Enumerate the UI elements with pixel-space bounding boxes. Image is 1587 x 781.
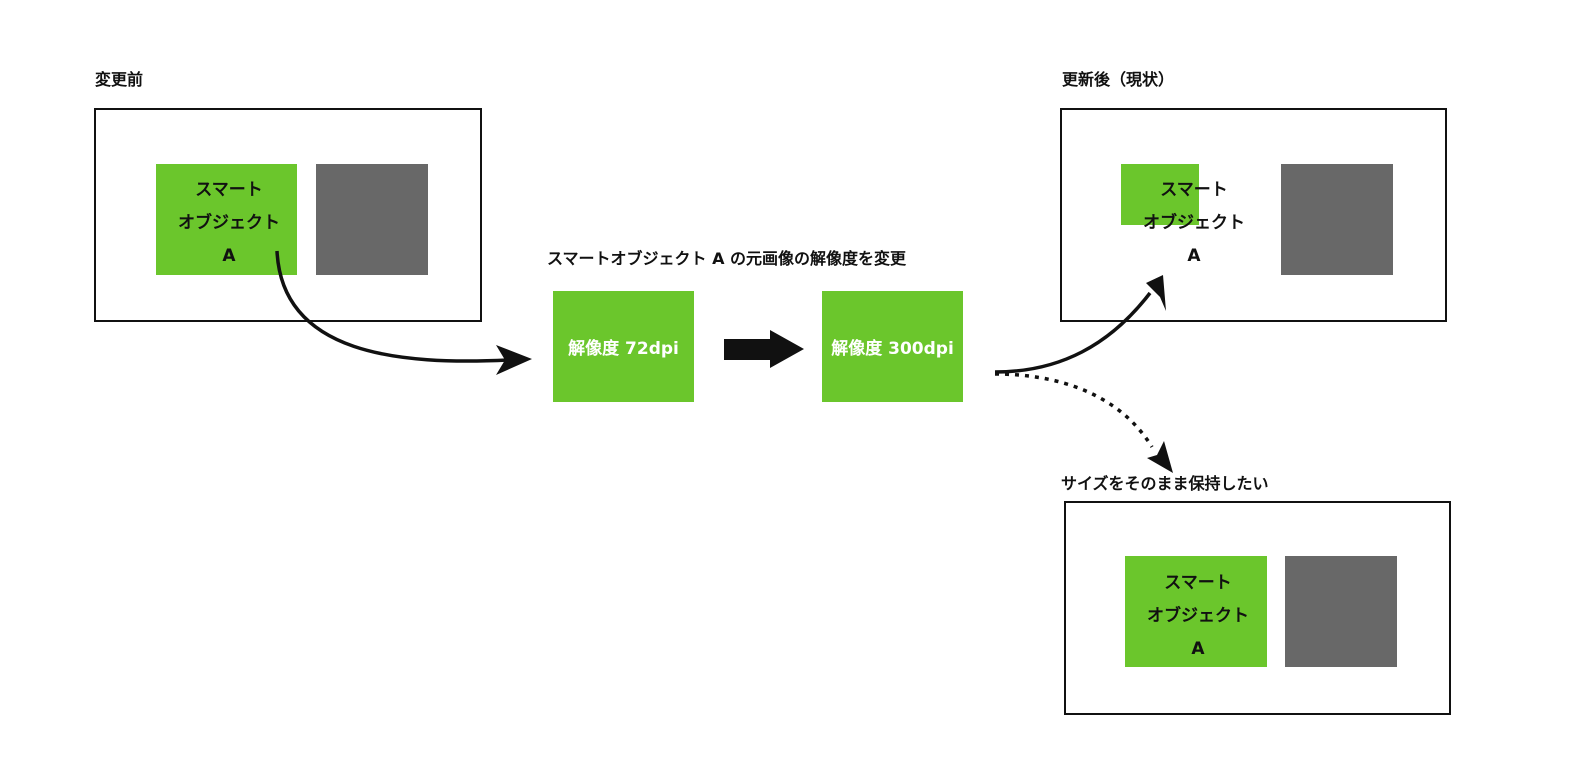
desired-gray-object <box>1285 556 1397 667</box>
before-gray-object <box>316 164 428 275</box>
right-block-arrow-icon <box>724 330 804 368</box>
label-line-1: スマート <box>1160 180 1228 200</box>
label-line-3: A <box>1187 246 1201 266</box>
after-current-gray-object <box>1281 164 1393 275</box>
after-current-smart-object <box>1121 164 1199 225</box>
label-line-3: A <box>222 246 236 266</box>
label-line-3: A <box>1191 639 1205 659</box>
connector-300dpi-to-desired <box>994 372 1173 473</box>
connector-before-to-72dpi <box>275 250 532 375</box>
arrowhead-icon <box>496 345 532 375</box>
label-line-2: オブジェクト <box>1143 213 1245 233</box>
label-line-1: スマート <box>1164 573 1232 593</box>
desired-smart-object-label: スマート オブジェクト A <box>1125 567 1271 666</box>
resolution-72dpi-box: 解像度 72dpi <box>553 291 694 402</box>
desired-heading: サイズをそのまま保持したい <box>1061 474 1269 493</box>
before-smart-object-label: スマート オブジェクト A <box>156 174 302 273</box>
arrowhead-icon <box>1146 275 1166 311</box>
process-heading: スマートオブジェクト A の元画像の解像度を変更 <box>547 249 907 268</box>
resolution-300dpi-box: 解像度 300dpi <box>822 291 963 402</box>
after-current-smart-object-label: スマート オブジェクト A <box>1121 174 1267 273</box>
before-heading: 変更前 <box>95 70 144 89</box>
label-line-1: スマート <box>195 180 263 200</box>
connector-300dpi-to-current <box>994 275 1166 374</box>
label-line-2: オブジェクト <box>178 213 280 233</box>
after-current-heading: 更新後（現状） <box>1062 70 1175 89</box>
label-line-2: オブジェクト <box>1147 606 1249 626</box>
arrowhead-icon <box>1147 441 1173 473</box>
before-smart-object <box>156 164 297 275</box>
desired-smart-object <box>1125 556 1267 667</box>
